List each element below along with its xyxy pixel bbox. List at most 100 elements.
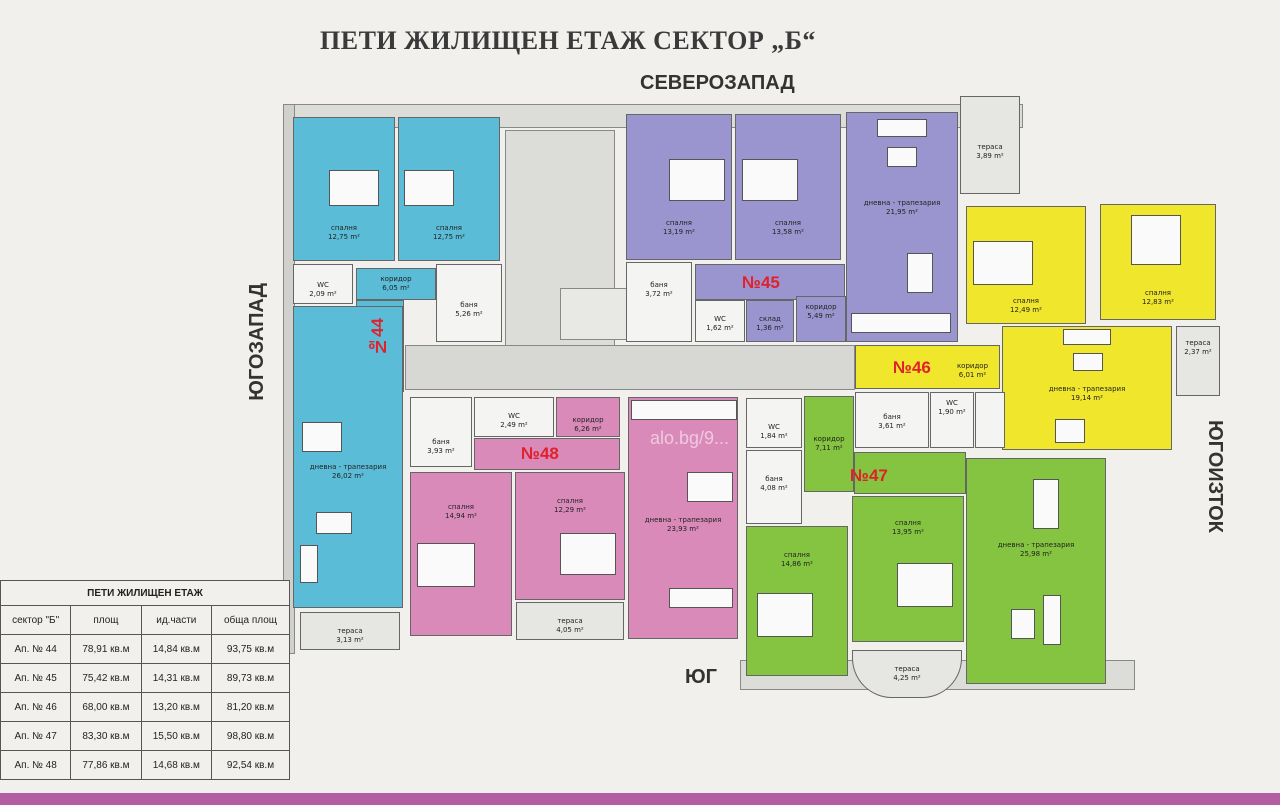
table-row: Ап. № 46 68,00 кв.м 13,20 кв.м 81,20 кв.… [0, 692, 290, 722]
bed-icon [404, 170, 454, 206]
room-48-hallway [474, 438, 620, 470]
table-cell: 14,31 кв.м [140, 663, 213, 693]
room-area: 12,75 m² [328, 233, 360, 241]
room-area: 21,95 m² [886, 208, 918, 216]
room-44-bathroom: баня 5,26 m² [436, 264, 502, 342]
bed-icon [897, 563, 953, 607]
room-45-bedroom-1: спалня 13,19 m² [626, 114, 732, 260]
room-label: баня [765, 475, 783, 483]
column-header: ид.части [140, 605, 213, 635]
room-label: тераса [894, 665, 920, 673]
room-label: баня [432, 438, 450, 446]
room-area: 2,37 m² [1184, 348, 1212, 356]
room-label: коридор [805, 303, 837, 311]
room-label: спалня [331, 224, 357, 232]
room-label: спалня [775, 219, 801, 227]
apartment-45-label: №45 [742, 273, 780, 292]
room-47-living-dining: дневна - трапезария 25,98 m² [966, 458, 1106, 684]
room-area: 6,01 m² [958, 371, 987, 379]
room-46-wc: WC 1,90 m² [930, 392, 974, 448]
room-47-wc: WC 1,84 m² [746, 398, 802, 448]
room-area: 4,08 m² [760, 484, 788, 492]
table-row: Ап. № 45 75,42 кв.м 14,31 кв.м 89,73 кв.… [0, 663, 290, 693]
table-icon [687, 472, 733, 502]
room-label: тераса [557, 617, 583, 625]
room-area: 26,02 m² [332, 472, 364, 480]
page-title: ПЕТИ ЖИЛИЩЕН ЕТАЖ СЕКТОР „Б“ [320, 26, 816, 55]
room-label: спалня [666, 219, 692, 227]
room-area: 3,93 m² [427, 447, 455, 455]
apartment-46-label: №46 [893, 358, 931, 377]
room-area: 6,26 m² [574, 425, 602, 433]
column-header: обща площ [211, 605, 290, 635]
room-45-storage: склад 1,36 m² [746, 300, 794, 342]
common-hallway [405, 345, 855, 390]
bed-icon [1131, 215, 1181, 265]
room-label: спалня [784, 551, 810, 559]
table-cell: 81,20 кв.м [211, 692, 290, 722]
room-48-living-dining: дневна - трапезария 23,93 m² [628, 397, 738, 639]
room-area: 3,13 m² [336, 636, 364, 644]
room-area: 1,36 m² [756, 324, 784, 332]
table-row: Ап. № 47 83,30 кв.м 15,50 кв.м 98,80 кв.… [0, 721, 290, 751]
room-area: 3,61 m² [878, 422, 906, 430]
bed-icon [757, 593, 813, 637]
room-45-bathroom: баня 3,72 m² [626, 262, 692, 342]
room-area: 14,86 m² [781, 560, 813, 568]
kitchen-icon [631, 400, 737, 420]
room-47-terrace: тераса 4,25 m² [852, 650, 962, 698]
room-area: 7,11 m² [815, 444, 843, 452]
table-cell: 14,68 кв.м [140, 750, 213, 780]
table-cell: 78,91 кв.м [70, 634, 142, 664]
room-area: 12,75 m² [433, 233, 465, 241]
room-label: спалня [895, 519, 921, 527]
room-46-kitchenette [975, 392, 1005, 448]
bed-icon [973, 241, 1033, 285]
room-48-bedroom-1: спалня 14,94 m² [410, 472, 512, 636]
table-cell: 75,42 кв.м [70, 663, 142, 693]
room-47-bathroom: баня 4,08 m² [746, 450, 802, 524]
apartment-48-label: №48 [521, 444, 559, 463]
room-area: 6,05 m² [382, 284, 410, 292]
table-cell: 14,84 кв.м [140, 634, 213, 664]
room-label: WC [317, 281, 329, 289]
bed-icon [417, 543, 475, 587]
table-icon [1033, 479, 1059, 529]
room-area: 13,58 m² [772, 228, 804, 236]
room-47-bedroom-2: спалня 13,95 m² [852, 496, 964, 642]
table-icon [302, 422, 342, 452]
room-48-terrace: тераса 4,05 m² [516, 602, 624, 640]
room-area: 23,93 m² [667, 525, 699, 533]
room-44-bedroom-2: спалня 12,75 m² [398, 117, 500, 261]
sofa-icon [1063, 329, 1111, 345]
room-label: WC [768, 423, 780, 431]
room-area: 12,83 m² [1142, 298, 1174, 306]
table-cell: Ап. № 45 [0, 663, 72, 693]
room-area: 2,49 m² [500, 421, 528, 429]
table-icon [1055, 419, 1085, 443]
room-label: дневна - трапезария [997, 541, 1075, 549]
room-label: спалня [448, 503, 474, 511]
room-area: 12,49 m² [1010, 306, 1042, 314]
room-46-bathroom: баня 3,61 m² [855, 392, 929, 448]
bed-icon [329, 170, 379, 206]
room-label: баня [460, 301, 478, 309]
table-header-row: сектор "Б" площ ид.части обща площ [0, 605, 290, 635]
room-48-bathroom: баня 3,93 m² [410, 397, 472, 467]
room-45-terrace: тераса 3,89 m² [960, 96, 1020, 194]
apartment-47-label: №47 [850, 466, 888, 485]
room-label: баня [883, 413, 901, 421]
room-46-living-dining: дневна - трапезария 19,14 m² [1002, 326, 1172, 450]
room-label: дневна - трапезария [644, 516, 722, 524]
sofa-icon [300, 545, 318, 583]
kitchen-icon [851, 313, 951, 333]
room-label: тераса [977, 143, 1003, 151]
room-label: тераса [337, 627, 363, 635]
room-area: 1,84 m² [760, 432, 788, 440]
bed-icon [742, 159, 798, 201]
watermark: alo.bg/9... [650, 428, 730, 448]
room-area: 13,19 m² [663, 228, 695, 236]
table-cell: Ап. № 44 [0, 634, 72, 664]
bed-icon [560, 533, 616, 575]
armchair-icon [316, 512, 352, 534]
